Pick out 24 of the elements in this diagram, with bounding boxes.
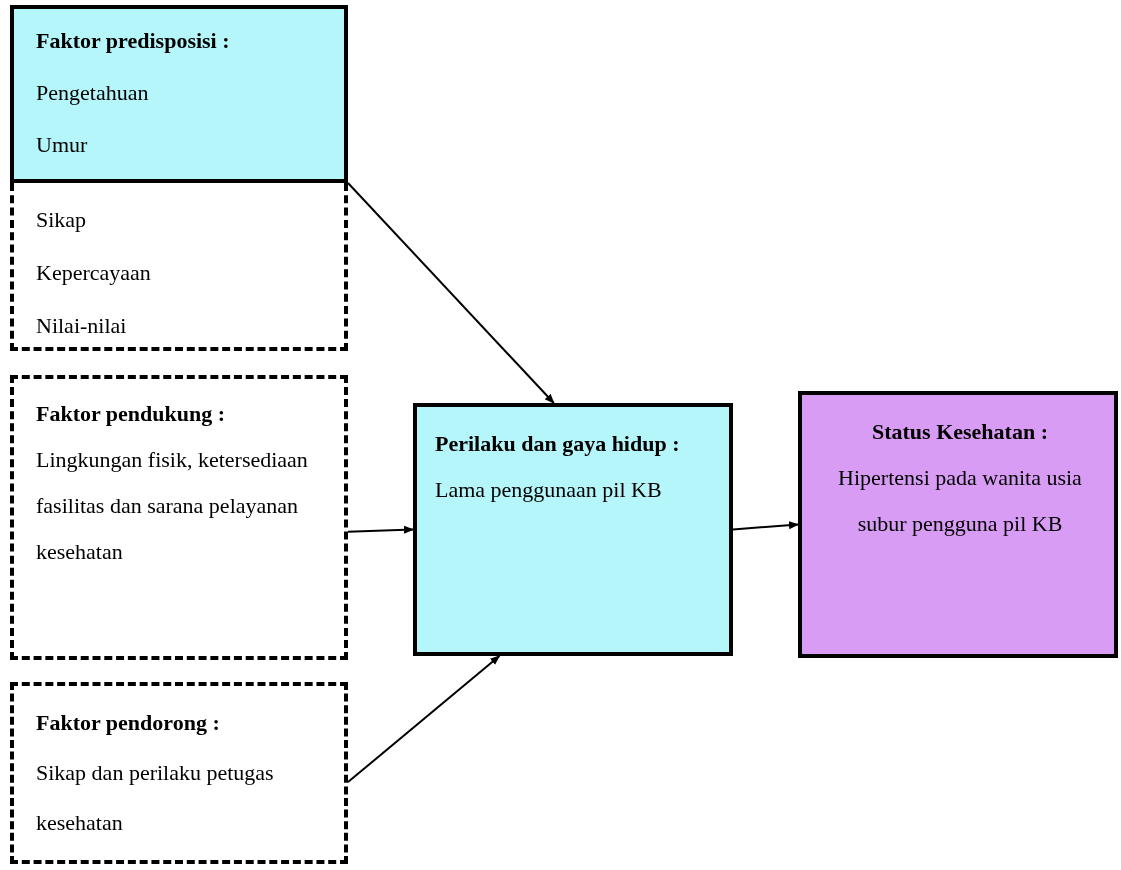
item-text: Lama penggunaan pil KB [435,476,663,504]
heading: Perilaku dan gaya hidup : [435,430,681,458]
outcome-box [798,391,1118,658]
arrow [347,525,414,534]
arrow [347,655,501,784]
heading: Faktor pendorong : [36,709,221,737]
factor-box [10,183,348,351]
factor-box [10,5,348,183]
item-text: Sikap [36,206,88,234]
item-text: Kepercayaan [36,259,152,287]
item-text: Nilai-nilai [36,312,128,340]
heading: Faktor predisposisi : [36,27,231,55]
factor-box [10,375,348,660]
item-text: Umur [36,131,89,159]
item-text: Sikap dan perilaku petugas kesehatan [36,759,275,837]
heading: Faktor pendukung : [36,400,227,428]
behavior-box [413,403,733,656]
item-text: Pengetahuan [36,79,150,107]
item-text: Lingkungan fisik, ketersediaan fasilitas dan sarana pelayanan kesehatan [36,446,309,566]
arrow [347,182,555,404]
factor-box [10,682,348,864]
heading: Status Kesehatan : [871,418,1049,446]
arrow [732,521,799,531]
item-text: Hipertensi pada wanita usia subur pengguna pil KB [837,464,1083,538]
